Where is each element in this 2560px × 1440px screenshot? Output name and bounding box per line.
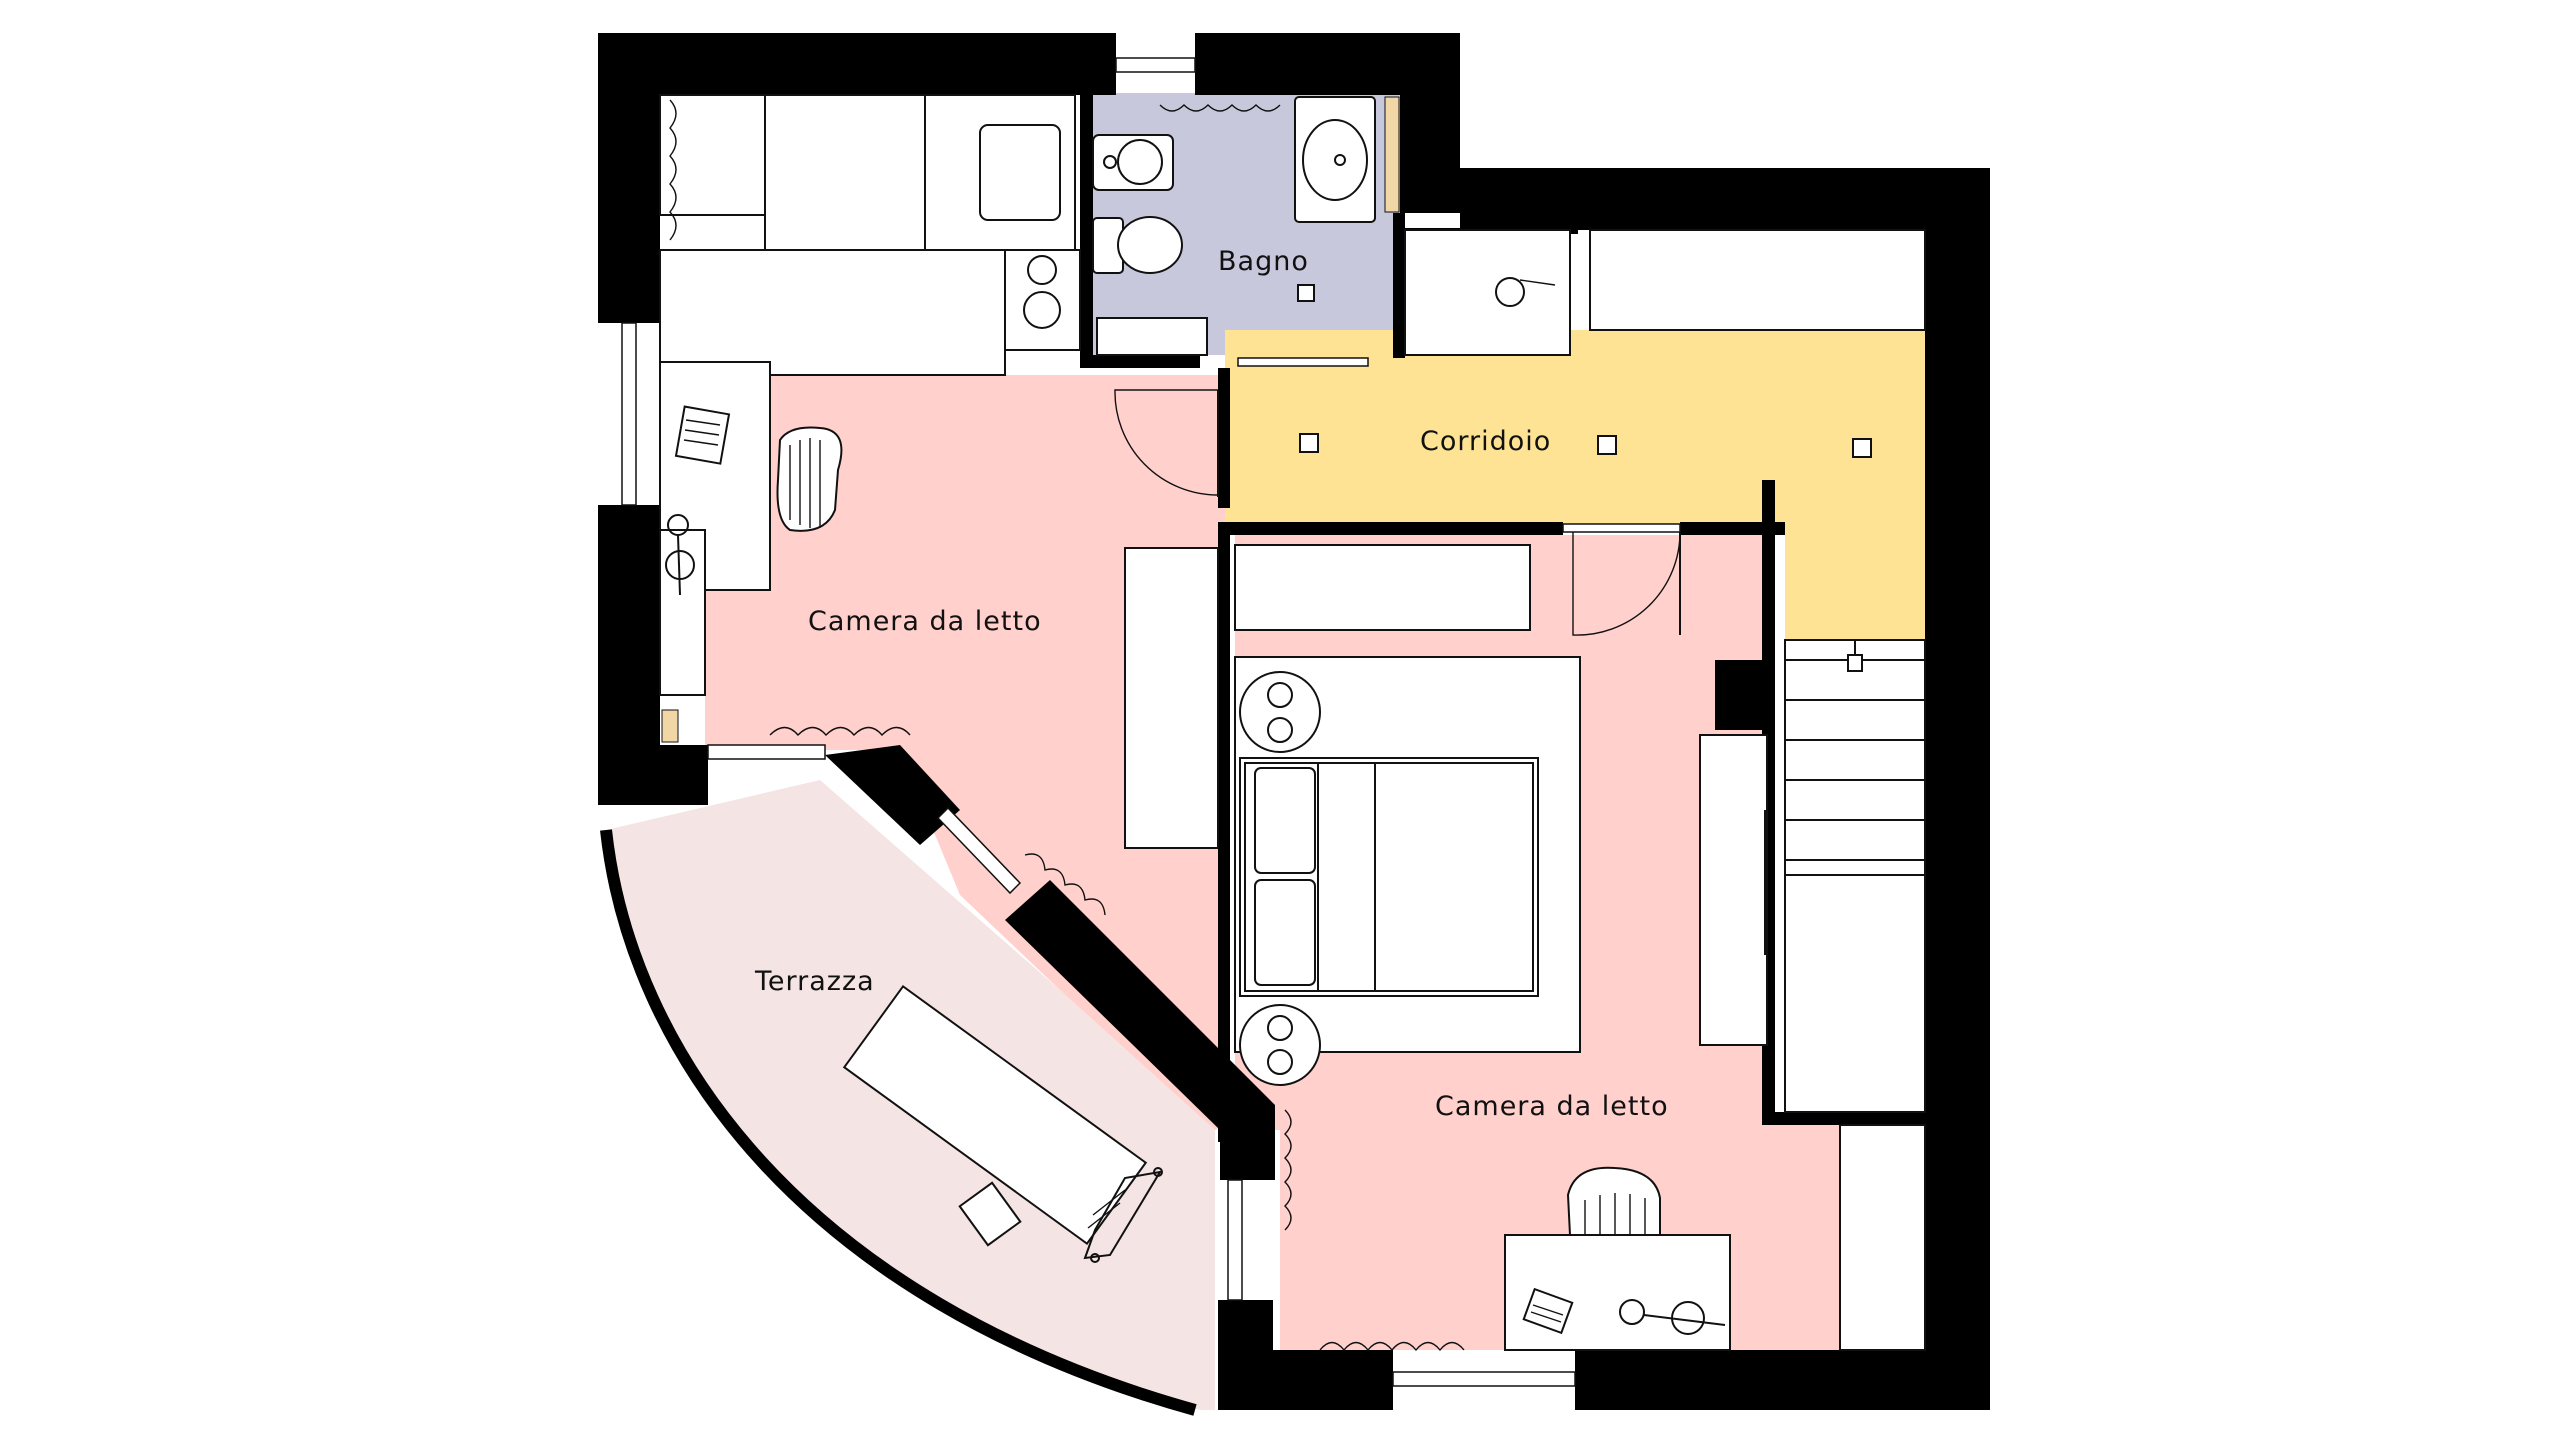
bedroom-2-furniture [1234,544,1731,1352]
window-icon [707,744,826,760]
cabinet [1234,544,1531,631]
staircase-icon [1784,639,1926,1113]
bathroom-furniture: Bagno [1092,96,1571,356]
laptop-icon [674,405,731,465]
wall-bath-bottom [1080,355,1200,368]
room-label-bathroom: Bagno [1218,246,1309,277]
cabinet [659,249,1006,376]
room-label-bedroom-1: Camera da letto [808,606,1042,637]
wall-top-right [1460,168,1990,230]
cabinet [1839,1124,1926,1351]
bath-storage [1096,317,1208,356]
wall-corridor-left [1218,368,1230,508]
ceiling-light-icon [1297,284,1315,302]
desk-extension [659,529,706,696]
pillow [979,124,1061,221]
wall-diagonal-1 [825,745,960,845]
chair-icon [1566,1166,1661,1236]
wall-left-upper [598,33,660,323]
wall-bath-left [1080,93,1093,368]
wood-accent [661,709,679,743]
corridor-furniture: Corridoio [1299,229,1926,458]
wall-diagonal-2 [1005,880,1275,1180]
wall-bath-right [1393,213,1405,358]
corridor-floor [1225,330,1925,640]
room-label-corridor: Corridoio [1420,426,1551,457]
window-icon [1392,1371,1576,1387]
windows [621,57,1681,1387]
wall-left-bottom [598,745,708,805]
wall-stair-stub [1715,660,1762,730]
wall-top-left [598,33,1116,95]
window-icon [1562,523,1681,533]
lamp-icon [665,514,695,596]
plant-icon [669,99,1106,916]
door-swing-icon [1572,531,1681,636]
wall-right [1925,168,1990,1410]
bed-icon [1239,757,1539,997]
wall-corridor-bottom-a [1218,522,1563,535]
cabinet [1589,229,1926,331]
laptop-icon [1522,1287,1574,1335]
wall-corridor-bottom-b [1680,522,1785,535]
room-label-terrace: Terrazza [754,966,875,997]
window-icon [1115,57,1196,73]
wardrobe-icon [1124,547,1219,849]
sink-icon [1092,134,1174,191]
bedroom-1-furniture [659,94,1219,916]
ceiling-light-icon [1299,433,1319,453]
lamp-icon [1027,255,1057,285]
nightstand-icon [1239,1004,1321,1086]
terrace-furniture [842,984,1163,1263]
nightstand-icon [1239,671,1321,753]
plant-icon [1159,104,1281,112]
ceiling-light-icon [1852,438,1872,458]
window-icon [1237,357,1369,367]
wall-bottom-right [1575,1350,1990,1410]
wood-accent [1384,96,1400,213]
shower-icon [1404,229,1571,356]
doors [1114,389,1681,636]
window-icon [1227,1179,1243,1301]
sink-icon [1294,96,1376,223]
window-icon [936,806,1022,895]
wall-notch [1400,33,1460,213]
window-icon [621,322,637,506]
wardrobe-icon [1699,734,1768,1046]
lamp-icon [1619,1299,1726,1335]
walls [598,33,1990,1410]
room-label-bedroom-2: Camera da letto [1435,1091,1669,1122]
nightstand-icon [1004,249,1081,351]
wall-bedroom2-left [1218,522,1230,1142]
wall-stair-bottom [1762,1112,1925,1125]
ceiling-light-icon [1597,435,1617,455]
plant-icon [1284,1109,1465,1352]
wall-terrace-door-lower [1218,1300,1273,1410]
storage-unit [659,94,766,216]
lounger-icon [842,984,1163,1263]
chair-icon [776,426,843,532]
terrace-parapet [600,829,1197,1416]
toilet-icon [1092,216,1183,274]
door-swing-icon [1114,389,1219,496]
